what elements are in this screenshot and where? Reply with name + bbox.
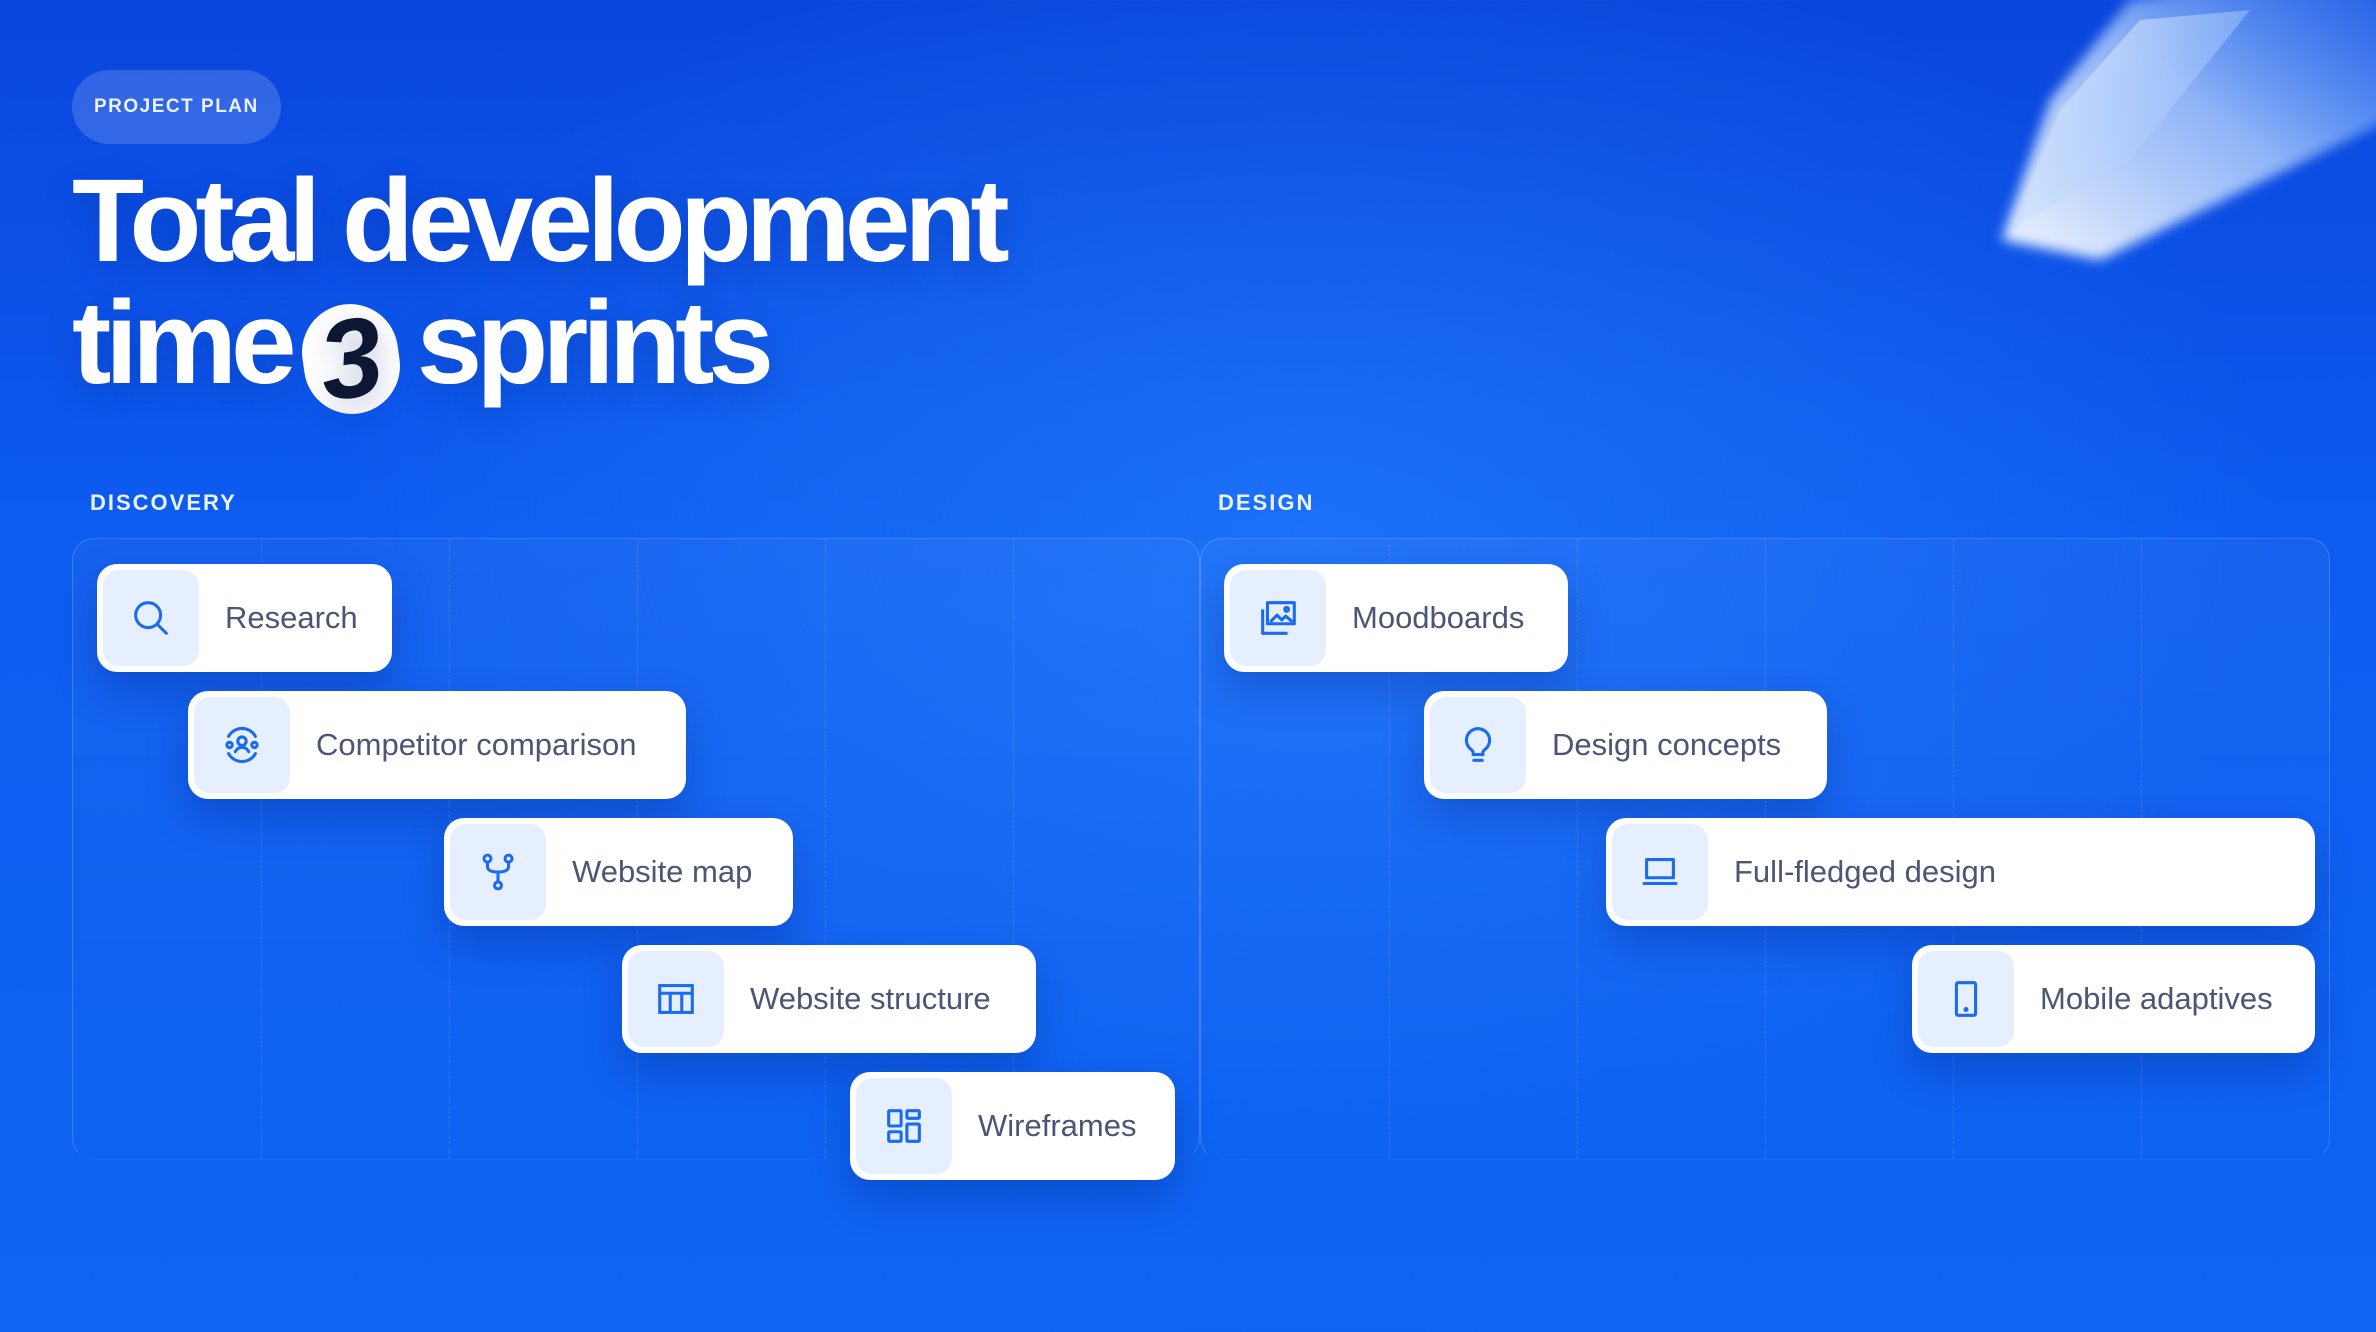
- lightbulb-icon: [1430, 697, 1526, 793]
- task-design-concepts[interactable]: Design concepts: [1424, 691, 1827, 799]
- search-icon: [103, 570, 199, 666]
- task-label: Website structure: [750, 981, 991, 1016]
- task-moodboards[interactable]: Moodboards: [1224, 564, 1568, 672]
- task-website-structure[interactable]: Website structure: [622, 945, 1036, 1053]
- people-compare-icon: [194, 697, 290, 793]
- crystal-decoration: [2002, 0, 2376, 260]
- task-research[interactable]: Research: [97, 564, 392, 672]
- task-label: Moodboards: [1352, 600, 1525, 635]
- task-label: Research: [225, 600, 358, 635]
- task-label: Design concepts: [1552, 727, 1782, 762]
- smartphone-icon: [1918, 951, 2014, 1047]
- task-label: Website map: [572, 854, 753, 889]
- task-label: Mobile adaptives: [2040, 981, 2273, 1016]
- task-label: Wireframes: [978, 1108, 1137, 1143]
- grid-line: [825, 539, 826, 1159]
- grid-line: [261, 539, 262, 1159]
- task-competitor-comparison[interactable]: Competitor comparison: [188, 691, 686, 799]
- layout-grid-icon: [856, 1078, 952, 1174]
- title-word-time: time: [72, 277, 297, 409]
- grid-line: [1577, 539, 1578, 1159]
- task-mobile-adaptives[interactable]: Mobile adaptives: [1912, 945, 2315, 1053]
- task-full-fledged-design[interactable]: Full-fledged design: [1606, 818, 2315, 926]
- task-label: Full-fledged design: [1734, 854, 1996, 889]
- grid-line: [1013, 539, 1014, 1159]
- images-icon: [1230, 570, 1326, 666]
- sprint-count-badge: 3: [295, 292, 406, 425]
- section-label-discovery: DISCOVERY: [90, 490, 237, 515]
- section-label-design: DESIGN: [1218, 490, 1315, 515]
- title-line-1: Total development: [72, 155, 1010, 287]
- table-icon: [628, 951, 724, 1047]
- task-label: Competitor comparison: [316, 727, 637, 762]
- title-word-sprints: sprints: [416, 277, 774, 409]
- task-wireframes[interactable]: Wireframes: [850, 1072, 1175, 1180]
- branch-icon: [450, 824, 546, 920]
- grid-line: [1389, 539, 1390, 1159]
- task-website-map[interactable]: Website map: [444, 818, 793, 926]
- laptop-icon: [1612, 824, 1708, 920]
- project-plan-badge: PROJECT PLAN: [72, 70, 281, 144]
